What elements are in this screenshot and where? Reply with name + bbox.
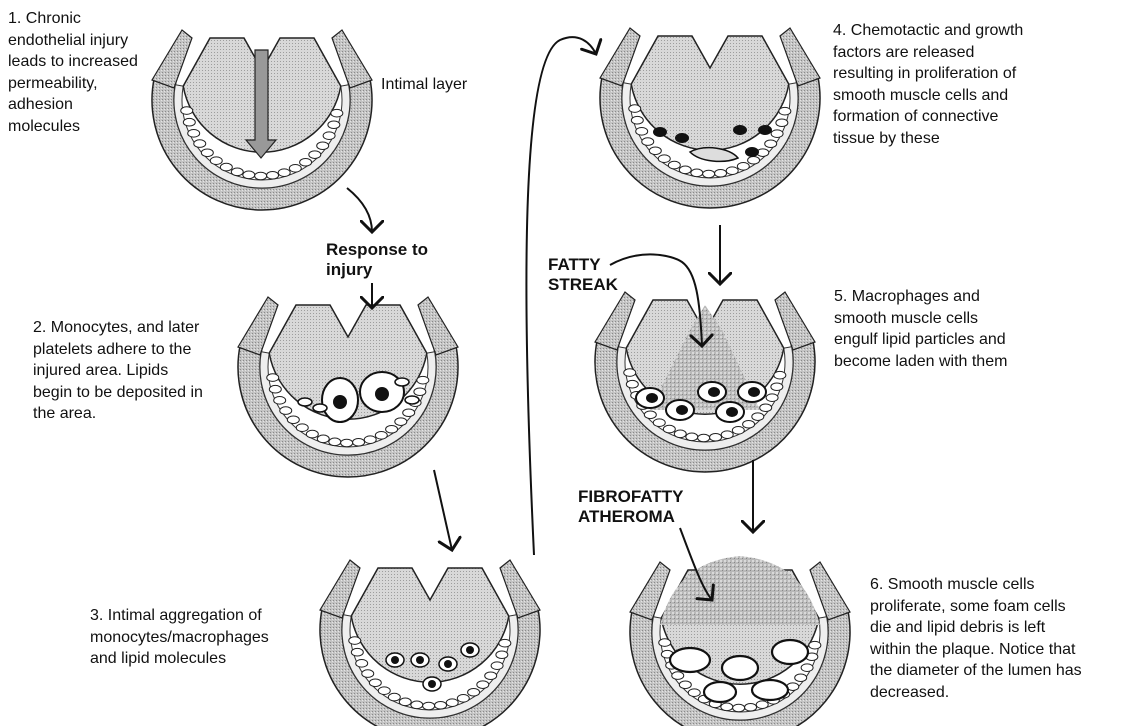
step-6-caption: 6. Smooth muscle cells proliferate, some…: [870, 574, 1082, 703]
fibrofatty-atheroma-label: FIBROFATTY ATHEROMA: [578, 487, 683, 527]
connector-arrow-2-to-3: [434, 470, 452, 550]
step-5-caption: 5. Macrophages and smooth muscle cells e…: [834, 286, 1007, 372]
connector-arrow-3-to-4: [526, 37, 596, 555]
vessel-cross-section-4: [600, 28, 820, 208]
step-1-caption: 1. Chronic endothelial injury leads to i…: [8, 8, 138, 137]
vessel-cross-section-6: [630, 556, 850, 726]
vessel-cross-section-3: [320, 560, 540, 726]
response-to-injury-label: Response to injury: [326, 240, 428, 280]
vessel-cross-section-1: [152, 30, 372, 210]
step-2-caption: 2. Monocytes, and later platelets adhere…: [33, 317, 203, 425]
connector-arrow-1-to-response: [347, 188, 372, 232]
vessel-cross-section-2: [238, 297, 458, 477]
step-4-caption: 4. Chemotactic and growth factors are re…: [833, 20, 1023, 149]
vessel-cross-section-5: [595, 292, 815, 472]
intimal-layer-label: Intimal layer: [381, 74, 467, 96]
step-3-caption: 3. Intimal aggregation of monocytes/macr…: [90, 605, 269, 670]
fatty-streak-label: FATTY STREAK: [548, 255, 618, 295]
